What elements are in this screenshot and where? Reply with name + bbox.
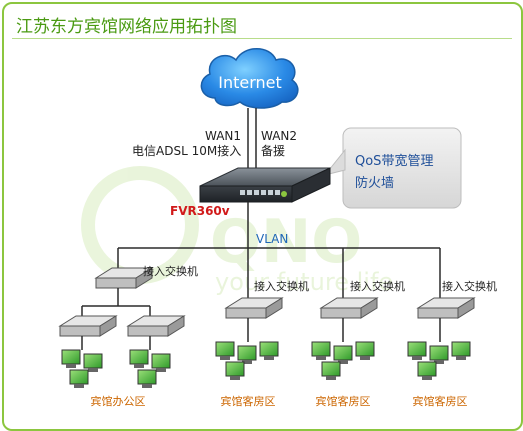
switch-label-2: 接入交换机 — [254, 279, 309, 293]
access-switch — [94, 267, 154, 289]
wan1-name: WAN1 — [205, 129, 241, 143]
office-switch — [58, 315, 118, 337]
vlan-label: VLAN — [256, 232, 288, 246]
switch-label-4: 接入交换机 — [442, 279, 497, 293]
zone-label-guest-2: 宾馆客房区 — [316, 394, 371, 408]
feature-qos: QoS带宽管理 — [355, 153, 433, 169]
watermark-slogan: your future life — [215, 268, 393, 296]
pc-cluster — [215, 341, 279, 380]
pc-cluster — [129, 349, 171, 388]
zone-label-guest-1: 宾馆客房区 — [221, 394, 276, 408]
access-switch — [224, 297, 284, 319]
diagram-title: 江苏东方宾馆网络应用拓扑图 — [16, 17, 237, 37]
pc-cluster — [407, 341, 471, 380]
switch-drops — [117, 248, 441, 300]
internet-cloud: Internet — [200, 48, 299, 109]
feature-firewall: 防火墙 — [355, 175, 394, 191]
office-links — [81, 288, 151, 318]
zone-label-office: 宾馆办公区 — [91, 394, 146, 408]
title-divider — [12, 38, 512, 39]
switch-label-3: 接入交换机 — [350, 279, 405, 293]
pc-cluster — [311, 341, 375, 380]
zone-label-guest-3: 宾馆客房区 — [413, 394, 468, 408]
internet-label: Internet — [218, 73, 282, 92]
pc-cluster — [61, 349, 103, 388]
office-switch — [126, 315, 186, 337]
watermark-ring — [81, 166, 199, 284]
wan2-name: WAN2 — [261, 129, 297, 143]
router-model: FVR360v — [170, 204, 230, 218]
switch-label-1: 接入交换机 — [143, 264, 198, 278]
access-switch — [319, 297, 379, 319]
features-callout: QoS带宽管理 防火墙 — [323, 127, 462, 209]
access-switch — [416, 297, 476, 319]
watermark: QNO your future life — [81, 166, 393, 296]
pc-drops — [81, 318, 441, 350]
wan2-desc: 备援 — [261, 144, 285, 158]
watermark-brand: QNO — [210, 207, 362, 277]
router-device — [199, 167, 331, 203]
wan1-desc: 电信ADSL 10M接入 — [132, 143, 241, 158]
